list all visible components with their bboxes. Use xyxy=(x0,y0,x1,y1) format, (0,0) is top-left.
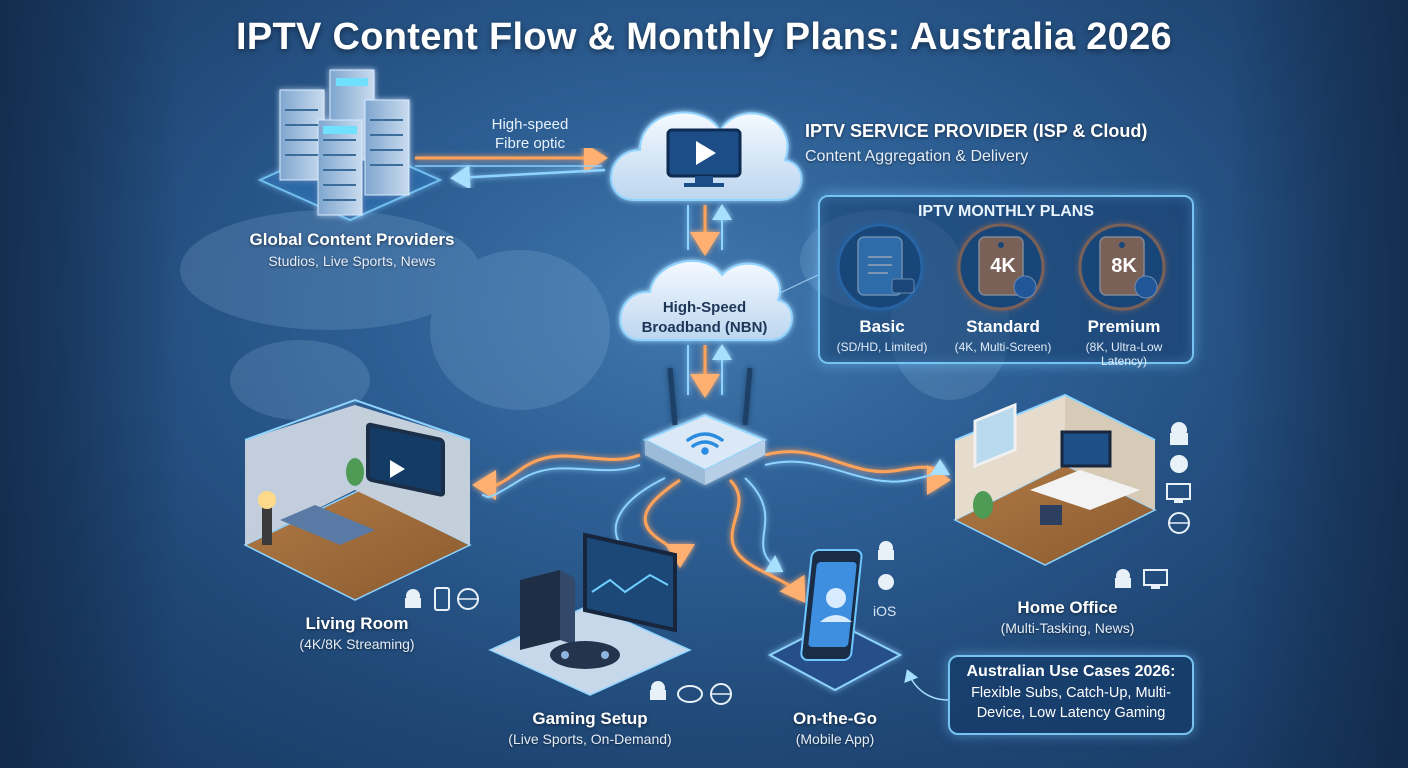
content-providers-desc: Studios, Live Sports, News xyxy=(268,253,436,269)
gaming-setup-illustration xyxy=(488,532,692,696)
plan-basic: Basic (SD/HD, Limited) xyxy=(820,317,944,354)
plan-name: Basic xyxy=(859,317,905,336)
android-icon xyxy=(878,541,894,560)
router-icon xyxy=(642,367,768,485)
device-icons xyxy=(405,422,1191,705)
use-cases-line1: Flexible Subs, Catch-Up, Multi- xyxy=(971,685,1171,701)
plan-desc: (8K, Ultra-Low Latency) xyxy=(1085,340,1163,368)
broadband-label: High-Speed Broadband (NBN) xyxy=(622,298,787,338)
globe-icon xyxy=(1168,512,1190,534)
gaming-desc: (Live Sports, On-Demand) xyxy=(508,731,672,747)
server-icon xyxy=(257,69,443,222)
living-room-name: Living Room xyxy=(305,614,409,633)
monitor-icon xyxy=(1166,483,1191,503)
cloud-to-nbn-links xyxy=(687,204,732,256)
play-icon xyxy=(696,141,716,165)
on-the-go-desc: (Mobile App) xyxy=(795,731,875,747)
broadband-line2: Broadband (NBN) xyxy=(641,319,768,336)
cloud-icon xyxy=(610,111,803,201)
left-vignette xyxy=(0,0,180,768)
service-provider-name: IPTV SERVICE PROVIDER (ISP & Cloud) xyxy=(805,121,1148,141)
on-the-go-illustration xyxy=(767,549,903,692)
plan-name: Standard xyxy=(966,317,1040,336)
living-room-illustration xyxy=(243,398,472,601)
wifi-icon xyxy=(686,432,724,455)
on-the-go-label: On-the-Go (Mobile App) xyxy=(765,709,905,747)
on-the-go-name: On-the-Go xyxy=(792,709,878,728)
use-case-connector xyxy=(904,669,949,701)
service-provider-desc: Content Aggregation & Delivery xyxy=(805,148,1029,165)
monitor-icon xyxy=(1143,569,1168,589)
plan-desc: (SD/HD, Limited) xyxy=(836,340,928,354)
right-vignette xyxy=(1228,0,1408,768)
home-office-illustration xyxy=(953,393,1157,566)
fibre-link-line1: High-speed xyxy=(491,116,569,133)
home-office-label: Home Office (Multi-Tasking, News) xyxy=(985,598,1150,636)
service-provider-label: IPTV SERVICE PROVIDER (ISP & Cloud) Cont… xyxy=(805,121,1147,166)
plan-standard: Standard (4K, Multi-Screen) xyxy=(941,317,1065,354)
home-office-desc: (Multi-Tasking, News) xyxy=(1000,620,1135,636)
globe-icon xyxy=(457,588,479,610)
use-cases-panel: Australian Use Cases 2026: Flexible Subs… xyxy=(948,655,1194,735)
ios-label: iOS xyxy=(873,603,897,619)
gamepad-icon xyxy=(550,641,620,669)
monthly-plans-panel: IPTV MONTHLY PLANS Basic (SD/HD, Limited… xyxy=(818,195,1194,368)
nbn-cloud-icon xyxy=(619,259,793,341)
living-room-desc: (4K/8K Streaming) xyxy=(299,636,415,652)
plan-desc: (4K, Multi-Screen) xyxy=(954,340,1052,354)
gamepad-icon xyxy=(677,685,703,703)
plans-title: IPTV MONTHLY PLANS xyxy=(917,203,1095,220)
plan-name: Premium xyxy=(1087,317,1161,336)
fibre-link-label: High-speed Fibre optic xyxy=(470,115,590,153)
android-icon xyxy=(1115,569,1131,588)
content-providers-label: Global Content Providers Studios, Live S… xyxy=(232,230,472,269)
gaming-name: Gaming Setup xyxy=(532,709,648,728)
use-cases-title: Australian Use Cases 2026: xyxy=(966,663,1176,680)
fibre-link-line2: Fibre optic xyxy=(494,135,566,152)
content-providers-name: Global Content Providers xyxy=(249,230,455,249)
apple-icon xyxy=(1170,455,1188,473)
home-office-name: Home Office xyxy=(1017,598,1118,617)
android-icon xyxy=(1170,422,1188,445)
page-title: IPTV Content Flow & Monthly Plans: Austr… xyxy=(236,16,1172,58)
globe-icon xyxy=(710,683,732,705)
plan-premium: Premium (8K, Ultra-Low Latency) xyxy=(1062,317,1186,368)
android-icon xyxy=(650,681,666,700)
router-distribution-flows xyxy=(472,450,951,604)
use-cases-body: Flexible Subs, Catch-Up, Multi- Device, … xyxy=(950,683,1192,723)
apple-icon xyxy=(878,574,894,590)
standard-tag-label: 4K xyxy=(990,255,1016,277)
broadband-line1: High-Speed xyxy=(662,299,747,316)
premium-tag-label: 8K xyxy=(1111,255,1137,277)
fibre-optic-link xyxy=(415,143,608,190)
living-room-label: Living Room (4K/8K Streaming) xyxy=(262,614,452,652)
android-icon xyxy=(405,589,421,608)
gaming-label: Gaming Setup (Live Sports, On-Demand) xyxy=(480,709,700,747)
use-cases-line2: Device, Low Latency Gaming xyxy=(976,705,1166,721)
nbn-to-router-links xyxy=(687,344,732,398)
tablet-icon xyxy=(434,587,450,611)
